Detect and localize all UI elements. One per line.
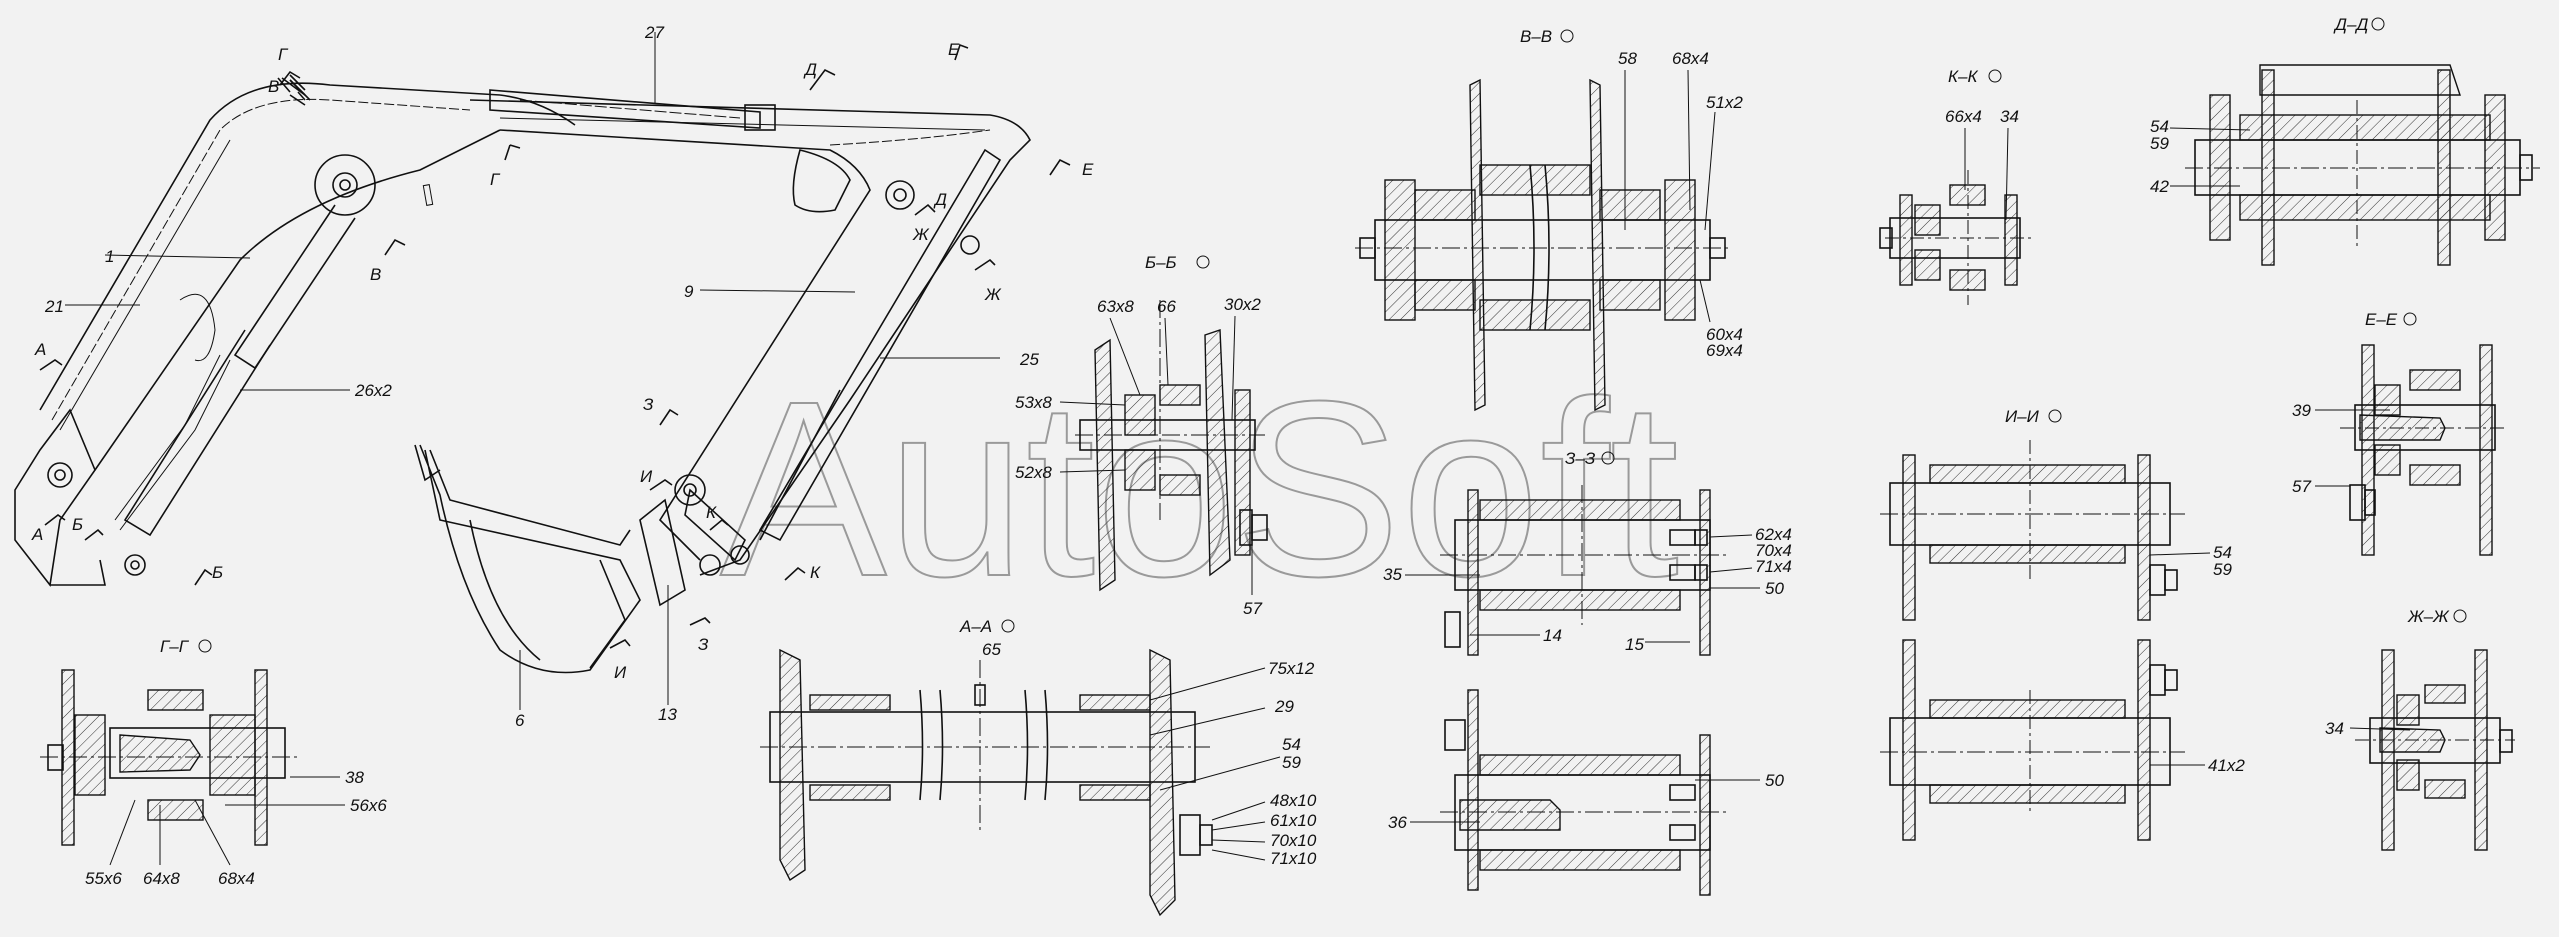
marker-i-mid: И [640, 467, 653, 486]
section-zhzh: Ж–Ж 34 [2325, 607, 2515, 851]
label-15: 15 [1625, 635, 1644, 654]
title-vv: В–В [1520, 27, 1552, 46]
section-41: 41x2 [1880, 639, 2245, 841]
label-70x4: 70x4 [1755, 541, 1792, 560]
label-1: 1 [105, 247, 114, 266]
label-59b: 59 [2213, 560, 2232, 579]
label-14: 14 [1543, 626, 1562, 645]
label-25: 25 [1019, 350, 1039, 369]
section-markers: Г В Г Д Е Е Д Ж Ж В А А Б Б З З [31, 40, 1094, 682]
section-zz: З–З 62x4 70x4 71x4 50 35 14 15 [1383, 449, 1792, 656]
label-59a: 59 [2150, 134, 2169, 153]
marker-zh-mid: Ж [912, 225, 930, 244]
label-35: 35 [1383, 565, 1402, 584]
marker-z-mid: З [643, 395, 654, 414]
marker-v-mid: В [370, 265, 381, 284]
label-75x12: 75x12 [1268, 659, 1315, 678]
marker-e-top: Е [948, 40, 960, 59]
label-71x10: 71x10 [1270, 849, 1317, 868]
label-30x2: 30x2 [1224, 295, 1261, 314]
label-26x2: 26x2 [354, 381, 392, 400]
label-41x2: 41x2 [2208, 756, 2245, 775]
label-61x10: 61x10 [1270, 811, 1317, 830]
main-view-labels: 1 21 26x2 27 9 25 6 13 [44, 23, 1039, 730]
title-gg: Г–Г [160, 637, 190, 656]
label-9: 9 [684, 282, 694, 301]
label-68x4: 68x4 [218, 869, 255, 888]
marker-g-mid: Г [490, 170, 501, 189]
marker-e-right: Е [1082, 160, 1094, 179]
label-71x4: 71x4 [1755, 557, 1792, 576]
label-50b: 50 [1765, 771, 1784, 790]
marker-k-mid: К [706, 503, 717, 522]
label-66: 66 [1157, 297, 1176, 316]
label-54a: 54 [2150, 117, 2169, 136]
section-bb: Б–Б 63x8 66 30x2 53x8 52x8 57 [1015, 253, 1268, 618]
label-65: 65 [982, 640, 1001, 659]
label-51x2: 51x2 [1706, 93, 1743, 112]
marker-i-bottom: И [614, 663, 627, 682]
label-34a: 34 [2000, 107, 2019, 126]
title-aa: А–А [959, 617, 992, 636]
label-55x6: 55x6 [85, 869, 122, 888]
section-dd: Д–Д 54 59 42 [2150, 15, 2540, 266]
section-aa: А–А 75x12 29 54 59 65 48x10 61x10 70x10 … [760, 617, 1317, 917]
section-ii: И–И 54 59 [1880, 407, 2232, 621]
marker-b-left: Б [72, 515, 83, 534]
label-60x4: 60x4 [1706, 325, 1743, 344]
marker-d-top: Д [803, 60, 817, 79]
section-vv: В–В 58 68x4 51x2 60x4 69x4 [1355, 27, 1743, 412]
marker-a-bottom: А [31, 525, 43, 544]
label-69x4: 69x4 [1706, 341, 1743, 360]
label-13: 13 [658, 705, 677, 724]
marker-k-right: К [810, 563, 821, 582]
label-54b: 54 [2213, 543, 2232, 562]
label-6: 6 [515, 711, 525, 730]
marker-d-mid: Д [933, 190, 947, 209]
title-zz: З–З [1565, 449, 1596, 468]
label-52x8: 52x8 [1015, 463, 1052, 482]
marker-b-bottom: Б [212, 563, 223, 582]
boom-assembly [14, 82, 1031, 674]
marker-a-left: А [34, 340, 46, 359]
marker-v-top: В [268, 77, 279, 96]
marker-g-top: Г [278, 45, 289, 64]
label-66x4: 66x4 [1945, 107, 1982, 126]
label-39: 39 [2292, 401, 2311, 420]
label-48x10: 48x10 [1270, 791, 1317, 810]
section-gg: Г–Г 38 56x6 55x6 64x8 68x4 [40, 637, 387, 888]
label-29: 29 [1274, 697, 1294, 716]
section-ee: Е–Е 39 57 [2292, 310, 2505, 556]
marker-z-bottom: З [698, 635, 709, 654]
label-68x4: 68x4 [1672, 49, 1709, 68]
label-57a: 57 [1243, 599, 1262, 618]
label-53x8: 53x8 [1015, 393, 1052, 412]
marker-zh-right: Ж [984, 285, 1002, 304]
title-dd: Д–Д [2333, 15, 2368, 34]
title-ee: Е–Е [2365, 310, 2398, 329]
label-63x8: 63x8 [1097, 297, 1134, 316]
label-62x4: 62x4 [1755, 525, 1792, 544]
label-38: 38 [345, 768, 364, 787]
label-58: 58 [1618, 49, 1637, 68]
title-kk: К–К [1948, 67, 1978, 86]
label-56x6: 56x6 [350, 796, 387, 815]
label-59c: 59 [1282, 753, 1301, 772]
label-21: 21 [44, 297, 64, 316]
title-bb: Б–Б [1145, 253, 1177, 272]
label-42: 42 [2150, 177, 2169, 196]
section-kk: К–К 66x4 34 [1879, 67, 2035, 305]
title-ii: И–И [2005, 407, 2040, 426]
section-lower-pin: 50 36 [1388, 689, 1784, 896]
label-36: 36 [1388, 813, 1407, 832]
label-50a: 50 [1765, 579, 1784, 598]
label-54c: 54 [1282, 735, 1301, 754]
label-70x10: 70x10 [1270, 831, 1317, 850]
title-zhzh: Ж–Ж [2407, 607, 2450, 626]
label-57b: 57 [2292, 477, 2311, 496]
label-27: 27 [644, 23, 664, 42]
label-34b: 34 [2325, 719, 2344, 738]
label-64x8: 64x8 [143, 869, 180, 888]
